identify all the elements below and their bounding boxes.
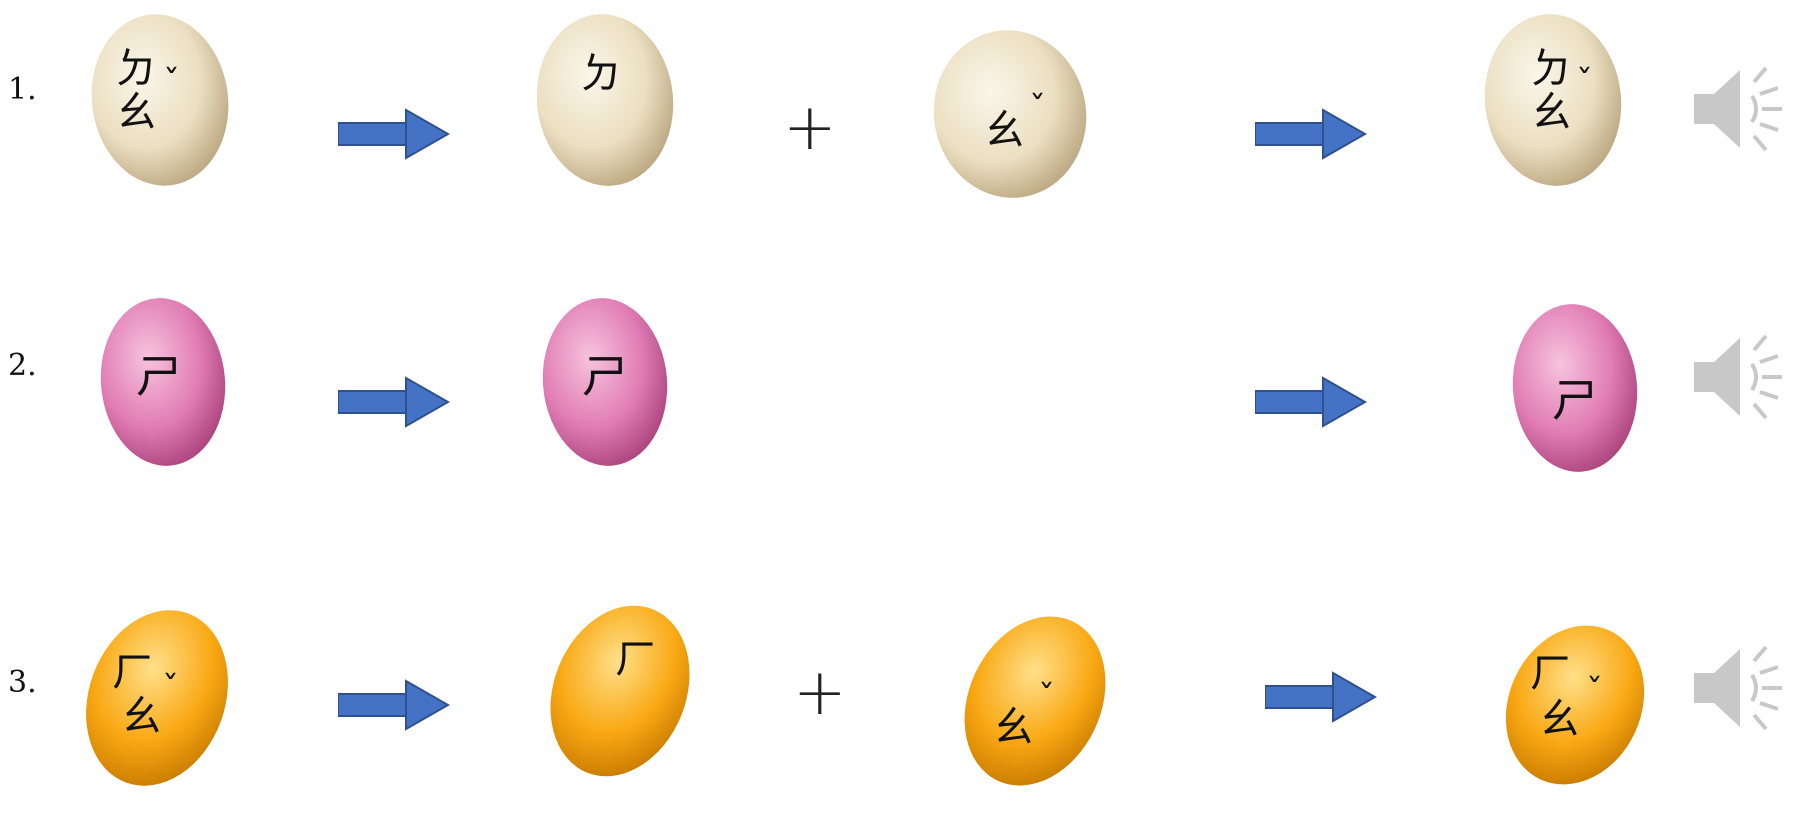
bean-tone: ˇ [163,63,180,103]
plus-sign: + [783,91,837,165]
bean-part-1-text: ㄉ [580,49,622,98]
bean-tone: ˇ [1576,63,1593,103]
bean-tone: ˇ [162,669,179,709]
bean-part-2-tone: ˇ [1029,89,1046,129]
bean-part-2-tone: ˇ [1038,678,1055,718]
bean-part-1: ㄏ [535,593,705,788]
bean-initial: ㄕ [1552,373,1598,427]
right-arrow-icon [337,679,451,735]
bean-word: ㄉ ㄠ ˇ [85,8,235,193]
right-arrow-icon [337,108,451,164]
bean-initial: ㄏ [1530,648,1572,697]
bean-initial: ㄉ [1530,44,1572,93]
bean-result: ㄕ [1500,298,1650,483]
bean-part-2-text: ㄠ [983,105,1025,154]
row-1: 1. ㄉ ㄠ ˇ ㄉ + [0,0,1798,240]
right-arrow-icon [337,376,451,432]
row-number: 2. [8,348,37,383]
bean-part-1: ㄉ [530,8,680,193]
bean-word: ㄕ [88,292,238,477]
row-number: 3. [8,665,37,700]
bean-final: ㄠ [115,87,157,136]
bean-part-1: ㄕ [530,292,680,477]
bean-word: ㄏ ㄠ ˇ [72,600,242,795]
right-arrow-icon [1264,671,1378,727]
bean-tone: ˇ [1586,672,1603,712]
bean-result: ㄏ ㄠ ˇ [1490,615,1660,795]
bean-part-2: ㄠ ˇ [950,605,1120,800]
bean-initial: ㄉ [115,44,157,93]
right-arrow-icon [1254,108,1368,164]
row-number: 1. [8,72,37,107]
speaker-icon[interactable] [1688,62,1788,161]
bean-final: ㄠ [1538,694,1580,743]
bean-part-2-text: ㄠ [992,702,1034,751]
speaker-icon[interactable] [1688,330,1788,429]
row-2: 2. ㄕ ㄕ [0,290,1798,530]
row-3: 3. ㄏ ㄠ ˇ ㄏ + [0,595,1798,835]
speaker-icon[interactable] [1688,641,1788,740]
bean-initial: ㄕ [136,349,182,403]
bean-final: ㄠ [1530,87,1572,136]
bean-part-1-text: ㄕ [582,349,628,403]
plus-sign: + [793,656,847,730]
bean-initial: ㄏ [112,647,154,696]
bean-part-1-text: ㄏ [615,634,657,683]
bean-result: ㄉ ㄠ ˇ [1478,8,1628,193]
right-arrow-icon [1254,376,1368,432]
bean-final: ㄠ [120,691,162,740]
bean-part-2: ㄠ ˇ [925,22,1095,207]
